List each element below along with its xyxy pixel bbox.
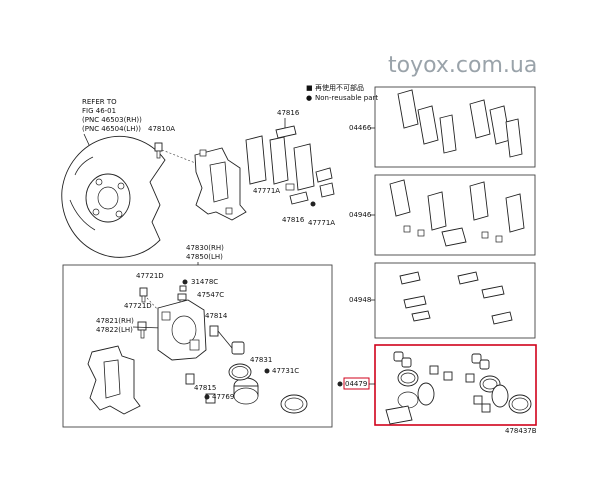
kit-04479[interactable]: 04479 — [337, 344, 537, 426]
label-47721D-top: 47721D — [136, 272, 164, 280]
kit-04479-label-frame — [343, 377, 370, 390]
label-47821: 47821(RH) — [96, 317, 134, 325]
refer-line-1: REFER TO — [82, 98, 117, 106]
label-47731C: 47731C — [272, 367, 299, 375]
legend-symbol-dot: ● — [306, 94, 312, 102]
kit-04466[interactable]: 04466 — [349, 86, 536, 168]
label-47771A-right: 47771A — [308, 219, 335, 227]
pad-clip-bottom — [289, 191, 309, 205]
label-47850: 47850(LH) — [186, 253, 223, 261]
kit-04948[interactable]: 04948 — [349, 262, 536, 339]
label-47810A: 47810A — [148, 125, 175, 133]
non-reusable-dot-31478C — [182, 279, 188, 285]
label-47721D-bottom: 47721D — [124, 302, 152, 310]
legend: ■ 再使用不可部品 ● Non-reusable part — [306, 83, 378, 102]
non-reusable-dot-47771A — [310, 201, 316, 207]
leader-47821 — [132, 326, 163, 329]
kit-04948-label: 04948 — [349, 296, 371, 304]
non-reusable-dot-47731C — [264, 368, 270, 374]
label-47816-top: 47816 — [277, 109, 300, 117]
mounting-bracket-upper — [194, 147, 247, 221]
caliper-body — [157, 299, 207, 361]
non-reusable-dot-47769A — [204, 394, 210, 400]
legend-symbol-square: ■ — [306, 84, 313, 92]
bleeder-cap — [179, 285, 187, 292]
label-47831: 47831 — [250, 356, 272, 364]
figure-id: 478437B — [505, 427, 537, 435]
kit-04479-label: 04479 — [345, 380, 367, 388]
kit-04946-label: 04946 — [349, 211, 372, 219]
watermark-text: toyox.com.ua — [388, 53, 537, 78]
kit-04479-highlight-box — [374, 344, 537, 426]
piston-seal — [228, 363, 252, 381]
bleeder-plug — [139, 287, 148, 303]
non-reusable-dot-04479 — [337, 381, 343, 387]
mounting-bracket-lower — [87, 345, 141, 415]
label-31478C: 31478C — [191, 278, 218, 286]
leader-bleeder — [146, 297, 161, 313]
label-47822: 47822(LH) — [96, 326, 133, 334]
label-47769A: 47769A — [212, 393, 239, 401]
caliper-bolt — [137, 321, 147, 339]
refer-line-2: FIG 46-01 — [82, 107, 116, 115]
piston — [233, 377, 259, 405]
label-47814: 47814 — [205, 312, 228, 320]
legend-text-en: Non-reusable part — [315, 94, 378, 102]
refer-line-4: (PNC 46504(LH)) — [82, 125, 141, 133]
leader-47810A — [161, 149, 199, 165]
label-47771A-left: 47771A — [253, 187, 280, 195]
label-47815: 47815 — [194, 384, 216, 392]
pad-wear-indicator — [315, 167, 335, 198]
kit-04948-box — [374, 262, 536, 339]
label-47830: 47830(RH) — [186, 244, 224, 252]
label-47547C: 47547C — [197, 291, 224, 299]
pad-clip-top — [275, 125, 297, 139]
backing-plate — [61, 135, 166, 258]
kit-04466-label: 04466 — [349, 124, 372, 132]
brake-pad-inner — [245, 135, 315, 191]
bolt-47810A — [154, 142, 163, 159]
kit-04466-box — [374, 86, 536, 168]
cylinder-boot — [280, 394, 308, 414]
anti-squeal-shim — [285, 183, 295, 191]
label-47816-bottom: 47816 — [282, 216, 305, 224]
caliper-assembly-box — [62, 264, 333, 428]
kit-04946[interactable]: 04946 — [349, 174, 536, 256]
slide-pin-boot — [209, 325, 245, 355]
legend-text-jp: 再使用不可部品 — [315, 83, 364, 92]
refer-line-3: (PNC 46503(RH)) — [82, 116, 142, 124]
